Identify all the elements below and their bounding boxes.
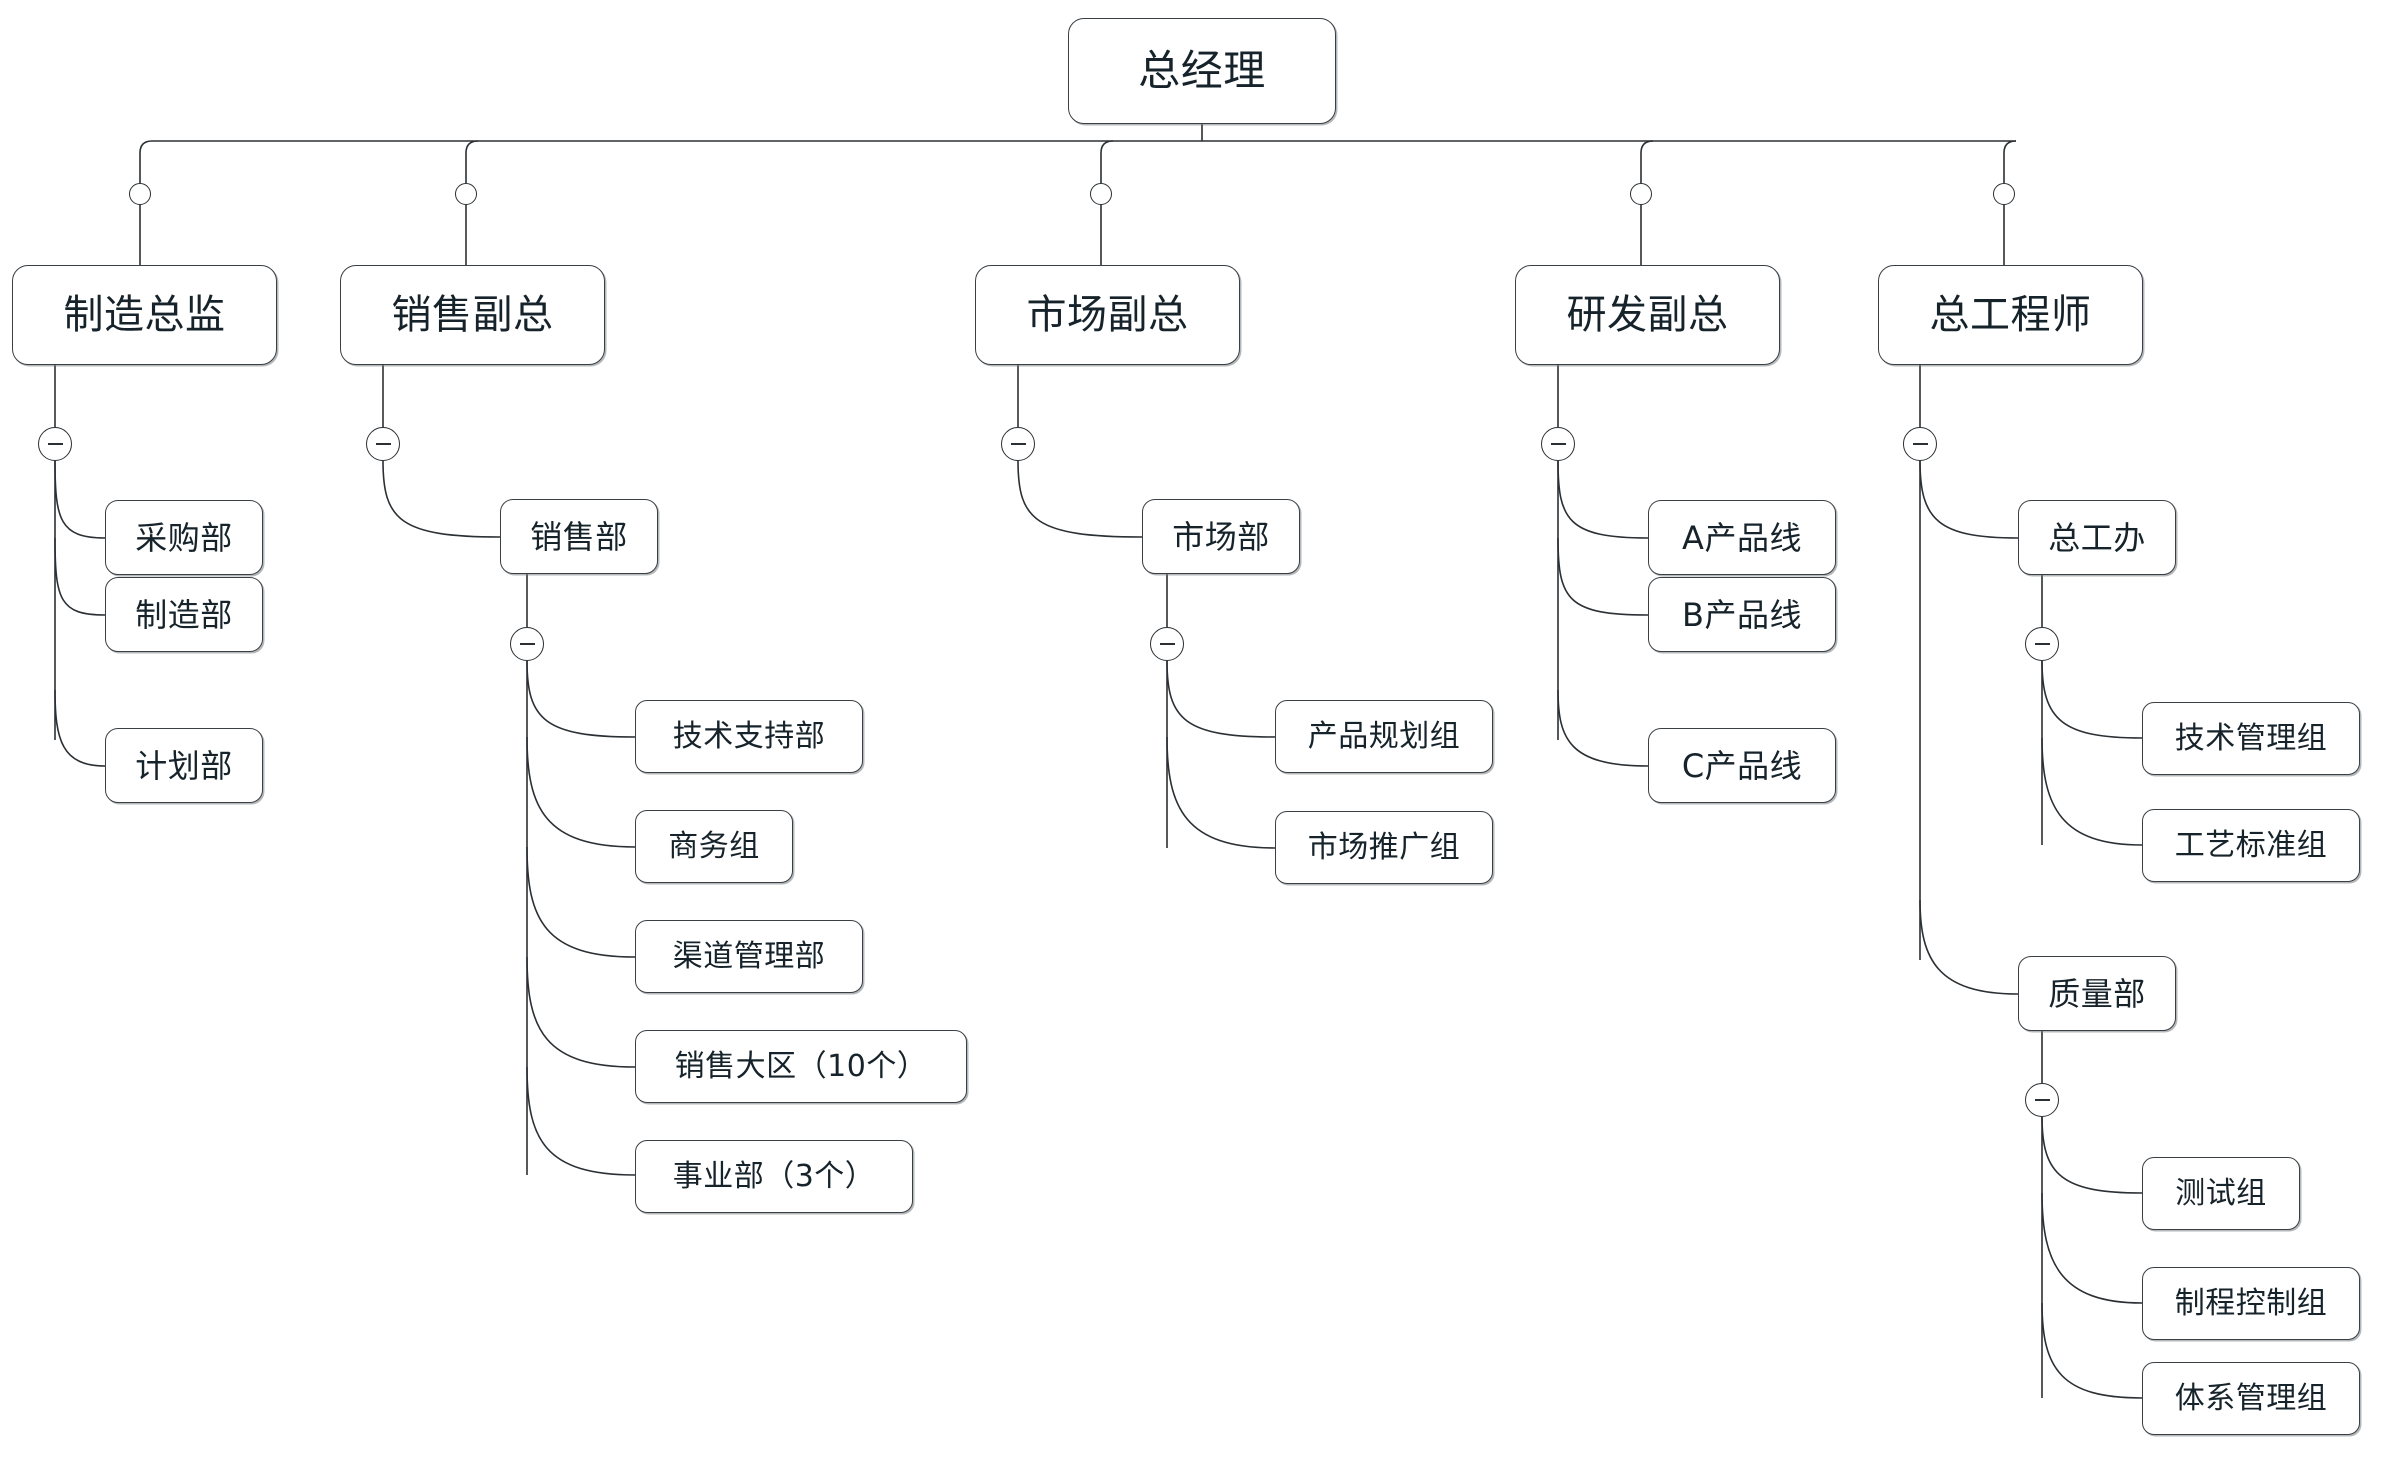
- collapse-toggle-marketing-dept[interactable]: [1150, 627, 1184, 661]
- node-label: 测试组: [2175, 1175, 2267, 1211]
- connector-port-circle[interactable]: [129, 183, 151, 205]
- collapse-toggle-marketing-vp[interactable]: [1001, 427, 1035, 461]
- collapse-toggle-sales-vp[interactable]: [366, 427, 400, 461]
- node-label: 质量部: [2048, 974, 2146, 1013]
- node-product-line-a[interactable]: A产品线: [1648, 500, 1836, 575]
- node-quality-dept[interactable]: 质量部: [2018, 956, 2176, 1031]
- node-label: 销售大区（10个）: [674, 1048, 928, 1084]
- node-sales-dept[interactable]: 销售部: [500, 499, 658, 574]
- minus-icon: [1550, 443, 1566, 445]
- node-label: 制造总监: [63, 292, 226, 338]
- node-process-control-group[interactable]: 制程控制组: [2142, 1267, 2360, 1340]
- node-product-line-c[interactable]: C产品线: [1648, 728, 1836, 803]
- node-label: 产品规划组: [1307, 718, 1461, 754]
- minus-icon: [2034, 1099, 2050, 1101]
- node-manufacturing-director[interactable]: 制造总监: [12, 265, 277, 365]
- node-planning-dept[interactable]: 计划部: [105, 728, 263, 803]
- node-label: 销售副总: [391, 292, 554, 338]
- node-business-units[interactable]: 事业部（3个）: [635, 1140, 913, 1213]
- node-label: 计划部: [135, 746, 233, 785]
- node-chief-engineer-office[interactable]: 总工办: [2018, 500, 2176, 575]
- collapse-toggle-sales-dept[interactable]: [510, 627, 544, 661]
- minus-icon: [47, 443, 63, 445]
- connector-port-circle[interactable]: [1630, 183, 1652, 205]
- node-product-planning-group[interactable]: 产品规划组: [1275, 700, 1493, 773]
- connector-port-circle[interactable]: [1993, 183, 2015, 205]
- node-label: 技术支持部: [672, 718, 826, 754]
- collapse-toggle-rd-vp[interactable]: [1541, 427, 1575, 461]
- node-label: 工艺标准组: [2174, 827, 2328, 863]
- node-sales-regions[interactable]: 销售大区（10个）: [635, 1030, 967, 1103]
- node-purchasing-dept[interactable]: 采购部: [105, 500, 263, 575]
- node-sales-vp[interactable]: 销售副总: [340, 265, 605, 365]
- minus-icon: [375, 443, 391, 445]
- node-market-promotion-group[interactable]: 市场推广组: [1275, 811, 1493, 884]
- node-label: A产品线: [1682, 518, 1802, 557]
- node-label: B产品线: [1682, 595, 1802, 634]
- collapse-toggle-chief-engineer[interactable]: [1903, 427, 1937, 461]
- node-chief-engineer[interactable]: 总工程师: [1878, 265, 2143, 365]
- node-label: 总经理: [1138, 46, 1266, 95]
- node-marketing-vp[interactable]: 市场副总: [975, 265, 1240, 365]
- node-label: 市场推广组: [1307, 829, 1461, 865]
- collapse-toggle-chief-engineer-office[interactable]: [2025, 627, 2059, 661]
- connector-port-circle[interactable]: [455, 183, 477, 205]
- minus-icon: [2034, 643, 2050, 645]
- minus-icon: [1159, 643, 1175, 645]
- node-label: 商务组: [668, 828, 760, 864]
- node-label: 总工程师: [1929, 292, 2092, 338]
- node-label: 体系管理组: [2174, 1380, 2328, 1416]
- node-label: 总工办: [2048, 518, 2146, 557]
- node-technical-management-group[interactable]: 技术管理组: [2142, 702, 2360, 775]
- node-business-group[interactable]: 商务组: [635, 810, 793, 883]
- collapse-toggle-quality-dept[interactable]: [2025, 1083, 2059, 1117]
- node-label: 制程控制组: [2174, 1285, 2328, 1321]
- node-test-group[interactable]: 测试组: [2142, 1157, 2300, 1230]
- node-label: 渠道管理部: [672, 938, 826, 974]
- node-label: 销售部: [530, 517, 628, 556]
- node-label: C产品线: [1681, 746, 1803, 785]
- node-marketing-dept[interactable]: 市场部: [1142, 499, 1300, 574]
- node-label: 市场副总: [1026, 292, 1189, 338]
- node-tech-support-dept[interactable]: 技术支持部: [635, 700, 863, 773]
- collapse-toggle-manufacturing[interactable]: [38, 427, 72, 461]
- node-root[interactable]: 总经理: [1068, 18, 1336, 124]
- node-label: 采购部: [135, 518, 233, 557]
- node-label: 事业部（3个）: [672, 1158, 876, 1194]
- node-product-line-b[interactable]: B产品线: [1648, 577, 1836, 652]
- minus-icon: [519, 643, 535, 645]
- node-manufacturing-dept[interactable]: 制造部: [105, 577, 263, 652]
- node-label: 制造部: [135, 595, 233, 634]
- node-rd-vp[interactable]: 研发副总: [1515, 265, 1780, 365]
- minus-icon: [1912, 443, 1928, 445]
- node-channel-management-dept[interactable]: 渠道管理部: [635, 920, 863, 993]
- node-process-standard-group[interactable]: 工艺标准组: [2142, 809, 2360, 882]
- node-system-management-group[interactable]: 体系管理组: [2142, 1362, 2360, 1435]
- node-label: 技术管理组: [2174, 720, 2328, 756]
- node-label: 研发副总: [1566, 292, 1729, 338]
- node-label: 市场部: [1172, 517, 1270, 556]
- minus-icon: [1010, 443, 1026, 445]
- connector-port-circle[interactable]: [1090, 183, 1112, 205]
